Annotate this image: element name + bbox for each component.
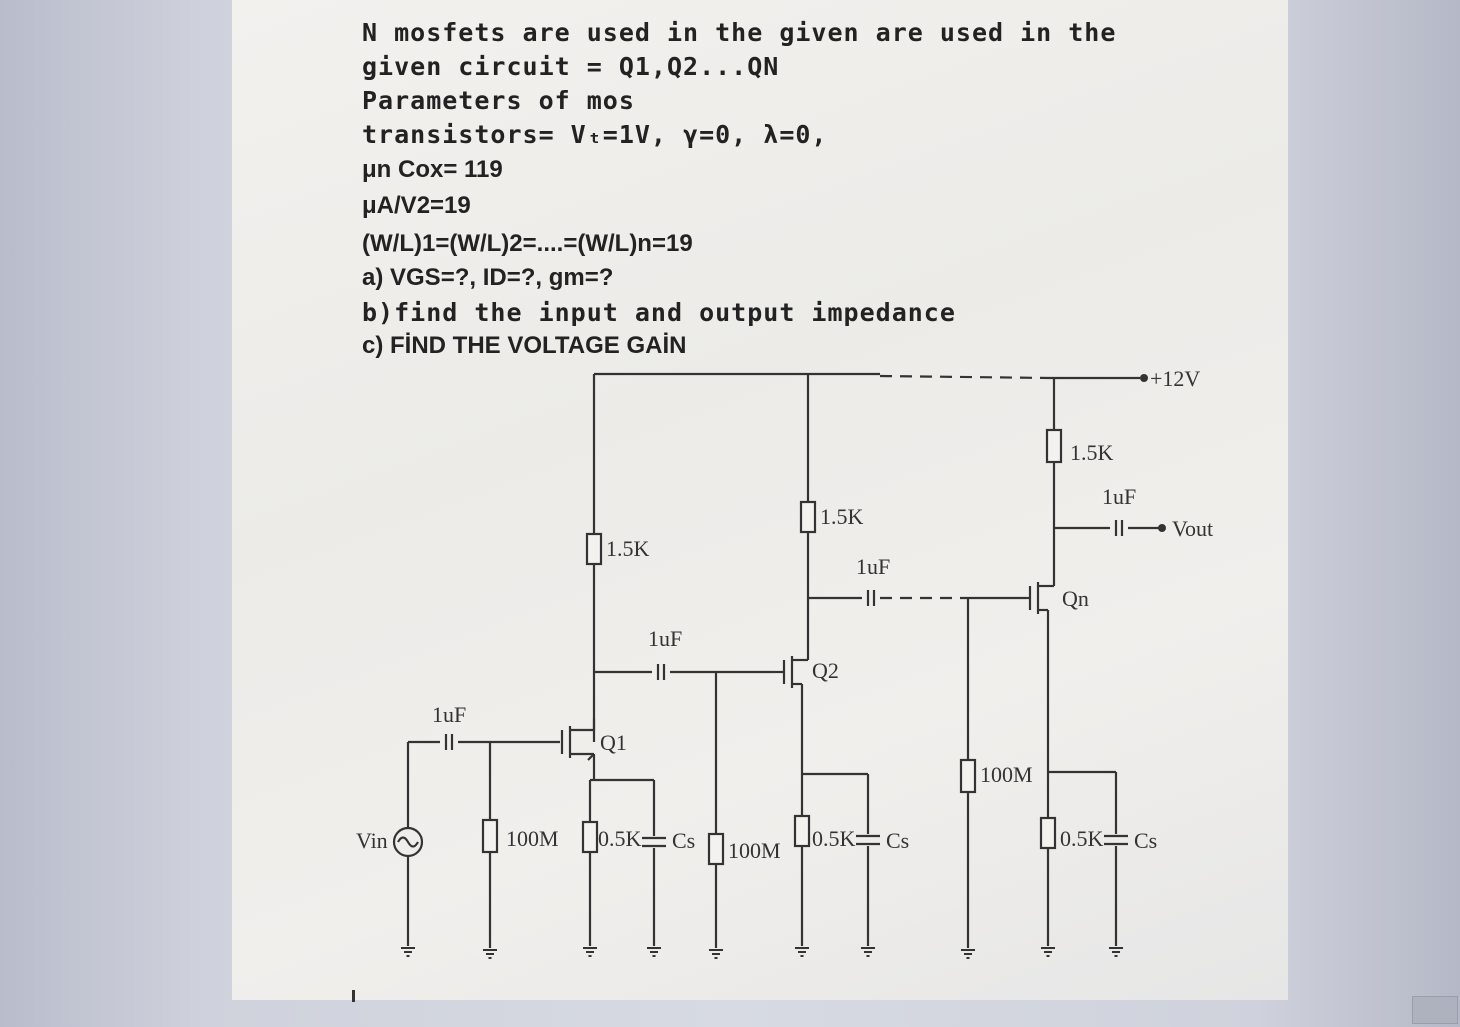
- qn-drain-resistor: [1045, 428, 1063, 464]
- q1-bias-resistor: [481, 818, 499, 854]
- taskbar-corner-icon[interactable]: [1412, 996, 1458, 1024]
- qn-drain-resistor-label: 1.5K: [1070, 440, 1114, 465]
- qn-bypass-cap-label: Cs: [1134, 828, 1157, 853]
- q2-source-resistor: [793, 814, 811, 848]
- q1-bias-resistor-label: 100M: [506, 826, 559, 851]
- ground-cs1: [646, 947, 662, 957]
- cap-out-label: 1uF: [1102, 484, 1136, 509]
- q1-label: Q1: [600, 730, 627, 755]
- problem-line-4: transistors= Vₜ=1V, γ=0, λ=0,: [362, 120, 828, 149]
- supply-terminal: [1140, 374, 1148, 382]
- problem-line-1: N mosfets are used in the given are used…: [362, 18, 1117, 47]
- q2-drain-resistor: [799, 500, 817, 534]
- problem-line-6: μA/V2=19: [362, 192, 471, 219]
- vout-terminal: [1158, 524, 1166, 532]
- ground-r1: [482, 949, 498, 959]
- cap3-label: 1uF: [856, 554, 890, 579]
- problem-line-7: (W/L)1=(W/L)2=....=(W/L)n=19: [362, 230, 693, 257]
- q1-source-resistor: [581, 820, 599, 854]
- problem-line-2: given circuit = Q1,Q2...QN: [362, 52, 780, 81]
- q1-drain-resistor-label: 1.5K: [606, 536, 650, 561]
- vin-label: Vin: [356, 828, 388, 853]
- ground-r2: [708, 949, 724, 959]
- qn-label: Qn: [1062, 586, 1089, 611]
- qn-source-resistor: [1039, 816, 1057, 850]
- qn-source-resistor-label: 0.5K: [1060, 826, 1104, 851]
- ground-symbols: [400, 947, 1124, 959]
- q2-bypass-cap-label: Cs: [886, 828, 909, 853]
- vin-sine-glyph: [397, 836, 419, 848]
- supply-label: +12V: [1150, 366, 1200, 391]
- ground-cs2: [860, 947, 876, 957]
- qn-bias-resistor: [959, 758, 977, 794]
- q1-source-resistor-label: 0.5K: [598, 826, 642, 851]
- problem-line-9: b)find the input and output impedance: [362, 298, 956, 327]
- document-page: [232, 0, 1288, 1000]
- vout-label: Vout: [1172, 516, 1213, 541]
- ground-rn: [960, 949, 976, 959]
- ground-rsn: [1040, 947, 1056, 957]
- problem-line-8: a) VGS=?, ID=?, gm=?: [362, 264, 614, 291]
- text-cursor: [352, 990, 355, 1002]
- q2-label: Q2: [812, 658, 839, 683]
- supply-rail-dashed: [879, 374, 1051, 380]
- q1-drain-resistor: [585, 532, 603, 566]
- q1-bypass-cap-label: Cs: [672, 828, 695, 853]
- q2-bias-resistor-label: 100M: [728, 838, 781, 863]
- problem-line-3: Parameters of mos: [362, 86, 635, 115]
- qn-bias-resistor-label: 100M: [980, 762, 1033, 787]
- ground-rs1: [582, 947, 598, 957]
- q2-bias-resistor: [707, 832, 725, 866]
- q2-drain-resistor-label: 1.5K: [820, 504, 864, 529]
- problem-line-10: c) FİND THE VOLTAGE GAİN: [362, 332, 687, 359]
- cap2-label: 1uF: [648, 626, 682, 651]
- ground-csn: [1108, 947, 1124, 957]
- ground-rs2: [794, 947, 810, 957]
- ground-vin: [400, 947, 416, 957]
- q2-source-resistor-label: 0.5K: [812, 826, 856, 851]
- problem-line-5: μn Cox= 119: [362, 156, 503, 183]
- cap1-label: 1uF: [432, 702, 466, 727]
